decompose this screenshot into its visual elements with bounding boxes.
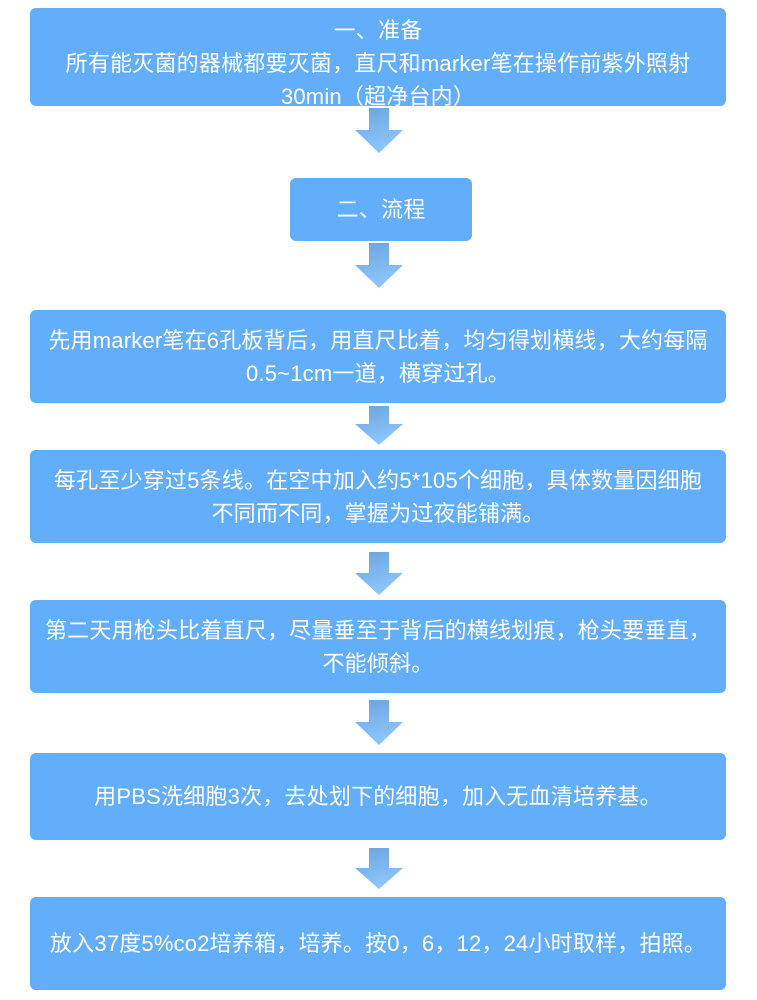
node-step-incubate[interactable]: 放入37度5%co2培养箱，培养。按0，6，12，24小时取样，拍照。 xyxy=(30,897,726,990)
arrow-step-2-to-step-3 xyxy=(349,552,409,596)
arrow-prep-to-process xyxy=(349,108,409,154)
arrow-step-3-to-step-4 xyxy=(349,700,409,746)
arrow-step-1-to-step-2 xyxy=(349,406,409,446)
arrow-process-to-step-1 xyxy=(349,243,409,289)
node-preparation[interactable]: 一、准备 所有能灭菌的器械都要灭菌，直尺和marker笔在操作前紫外照射30mi… xyxy=(30,8,726,109)
node-step-seed-cells[interactable]: 每孔至少穿过5条线。在空中加入约5*105个细胞，具体数量因细胞不同而不同，掌握… xyxy=(30,450,726,543)
node-step-draw-lines[interactable]: 先用marker笔在6孔板背后，用直尺比着，均匀得划横线，大约每隔0.5~1cm… xyxy=(30,310,726,403)
node-step-scratch[interactable]: 第二天用枪头比着直尺，尽量垂至于背后的横线划痕，枪头要垂直，不能倾斜。 xyxy=(30,600,726,693)
node-step-wash[interactable]: 用PBS洗细胞3次，去处划下的细胞，加入无血清培养基。 xyxy=(30,753,726,840)
arrow-step-4-to-step-5 xyxy=(349,848,409,890)
node-process-header[interactable]: 二、流程 xyxy=(290,178,472,241)
